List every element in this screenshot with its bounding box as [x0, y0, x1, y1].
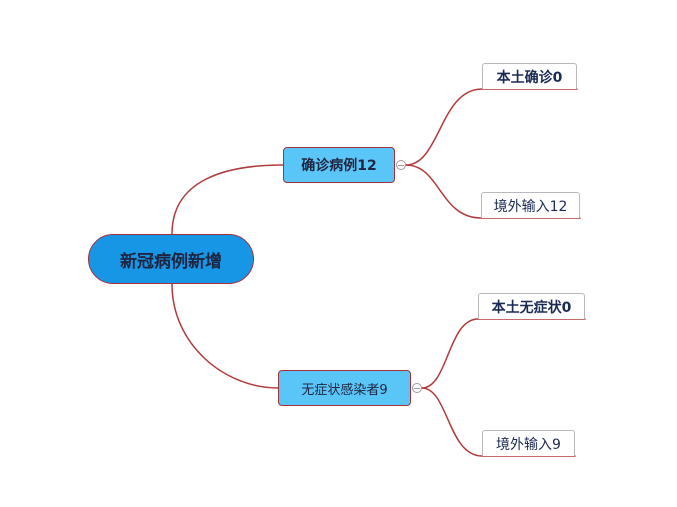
collapse-toggle-confirmed[interactable]	[396, 160, 406, 170]
topic-confirmed-cases-label: 确诊病例12	[301, 158, 377, 174]
connector-root-to-confirmed	[171, 164, 284, 235]
collapse-toggle-asymptomatic[interactable]	[412, 383, 422, 393]
connector-root-to-asymptomatic	[171, 283, 279, 389]
topic-asymptomatic-label: 无症状感染者9	[301, 382, 388, 398]
topic-confirmed-cases[interactable]: 确诊病例12	[283, 147, 395, 183]
connector-asymptomatic-to-imported	[421, 387, 576, 457]
subtopic-local-asymptomatic-label: 本土无症状0	[491, 299, 572, 316]
subtopic-local-confirmed[interactable]: 本土确诊0	[482, 63, 577, 89]
root-topic-label: 新冠病例新增	[120, 251, 222, 272]
subtopic-imported-asymptomatic-label: 境外输入9	[496, 436, 561, 453]
root-topic[interactable]: 新冠病例新增	[88, 234, 254, 284]
topic-asymptomatic[interactable]: 无症状感染者9	[278, 370, 411, 406]
subtopic-imported-confirmed[interactable]: 境外输入12	[481, 192, 580, 218]
connector-confirmed-to-local	[405, 88, 578, 166]
subtopic-local-asymptomatic[interactable]: 本土无症状0	[478, 293, 585, 319]
subtopic-imported-confirmed-label: 境外输入12	[493, 198, 568, 215]
subtopic-imported-asymptomatic[interactable]: 境外输入9	[482, 430, 575, 456]
subtopic-local-confirmed-label: 本土确诊0	[496, 69, 563, 86]
connector-asymptomatic-to-local	[421, 318, 586, 389]
connector-confirmed-to-imported	[405, 164, 581, 219]
